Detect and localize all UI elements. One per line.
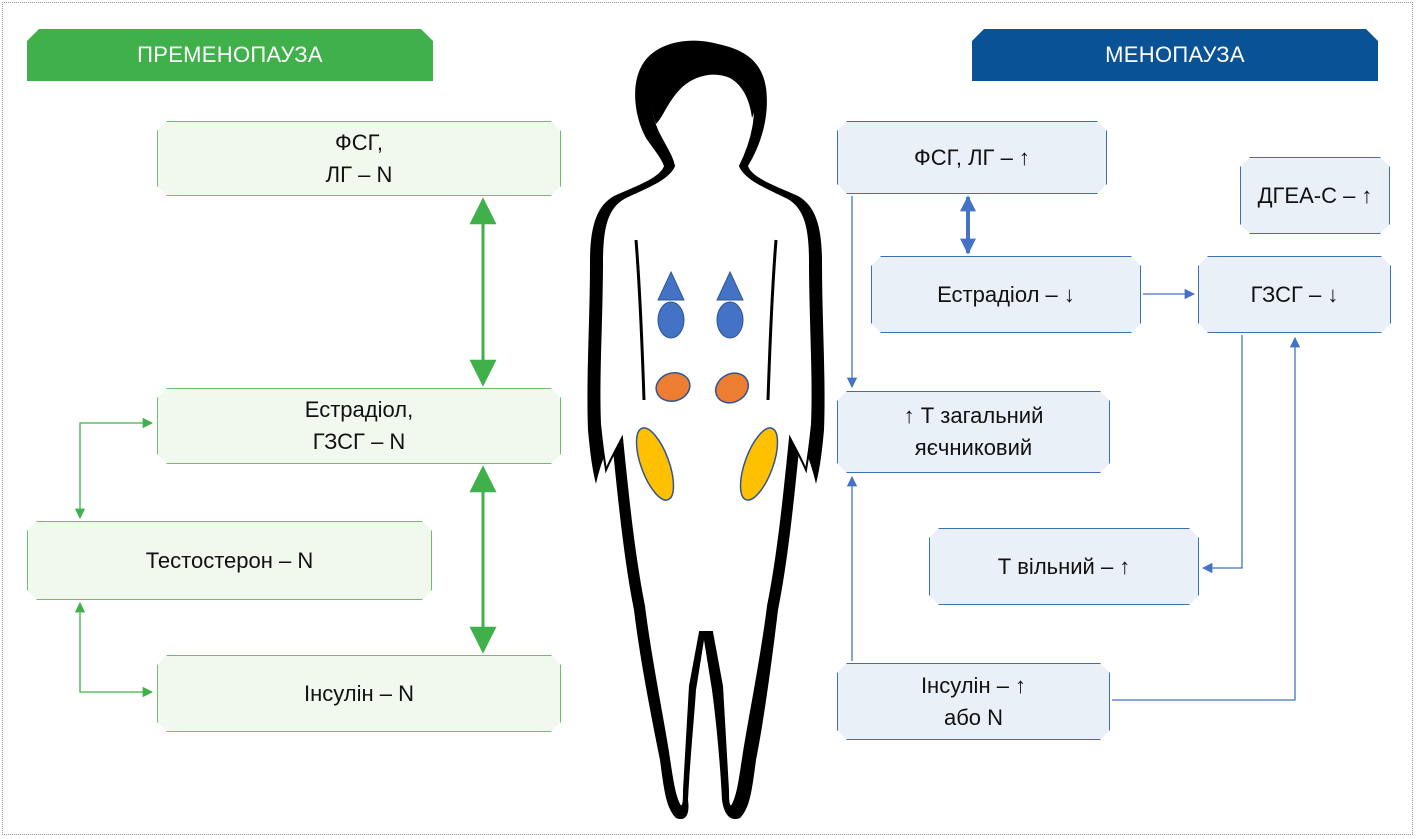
meno-shbg-tfree-arrow — [1203, 335, 1242, 568]
female-silhouette — [587, 41, 824, 819]
kidney-marker-left — [658, 302, 684, 338]
kidney-marker-right — [717, 302, 743, 338]
silhouette-body — [599, 50, 812, 807]
meno-insulin-shbg-arrow — [1112, 338, 1295, 700]
pre-testosterone-insulin-arrow — [80, 603, 152, 692]
pre-testosterone-estradiol-arrow — [80, 423, 152, 518]
